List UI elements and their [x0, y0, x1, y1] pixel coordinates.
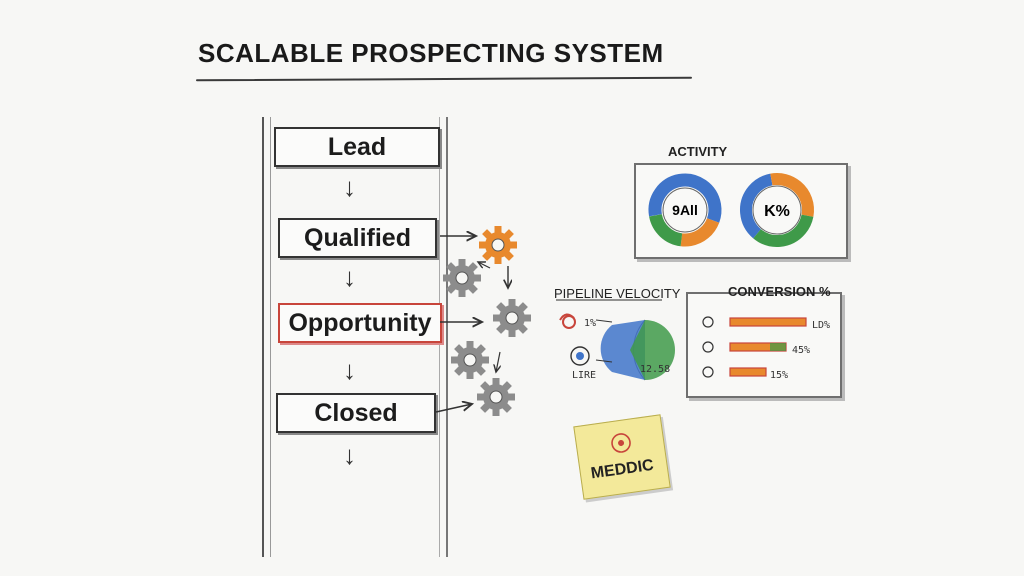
arrow-down-icon: ↓: [343, 262, 356, 292]
activity-donut-2-value: K%: [764, 203, 790, 220]
activity-donut-1: [648, 173, 722, 247]
conversion-row: 45%: [702, 341, 810, 356]
page-title: SCALABLE PROSPECTING SYSTEM: [198, 38, 664, 68]
conversion-value: 15%: [770, 370, 788, 381]
stage-lead-label: Lead: [327, 132, 387, 161]
activity-label: ACTIVITY: [668, 144, 728, 159]
stage-closed-label: Closed: [314, 398, 398, 427]
arrow-down-icon: ↓: [343, 440, 356, 470]
velocity-readout-2: LIRE: [572, 370, 596, 381]
stage-closed: Closed: [276, 393, 436, 433]
target-icon: [611, 433, 631, 453]
velocity-marker: [562, 315, 576, 329]
arrow-down-icon: ↓: [343, 355, 356, 385]
connector-arrow: [496, 351, 500, 372]
conversion-bar: [729, 367, 767, 377]
stage-opportunity-label: Opportunity: [288, 308, 432, 337]
stage-opportunity: Opportunity: [278, 303, 442, 343]
pipeline-velocity-label: PIPELINE VELOCITY: [554, 286, 681, 301]
conversion-value: LD%: [812, 320, 830, 331]
conversion-row: 15%: [702, 366, 788, 381]
velocity-marker: [570, 346, 590, 366]
activity-donut-1-value: 9All: [672, 202, 698, 218]
connector-arrow: [435, 404, 472, 413]
conversion-value: 45%: [792, 345, 810, 356]
velocity-wedge-green: [630, 320, 675, 380]
meddic-sticky-note: MEDDIC: [573, 414, 671, 500]
velocity-readout-3: 12.58: [640, 364, 670, 375]
stage-lead: Lead: [274, 127, 440, 167]
stage-qualified: Qualified: [278, 218, 437, 258]
conversion-bar: [729, 317, 807, 327]
velocity-wedge-blue: [600, 320, 645, 380]
velocity-readout-1: 1%: [584, 318, 596, 329]
arrow-down-icon: ↓: [343, 172, 356, 202]
conversion-label: CONVERSION %: [728, 284, 831, 299]
activity-donut-2: [740, 173, 814, 247]
stage-qualified-label: Qualified: [304, 223, 411, 252]
conversion-row: LD%: [702, 316, 830, 331]
connector-arrow: [478, 262, 491, 269]
